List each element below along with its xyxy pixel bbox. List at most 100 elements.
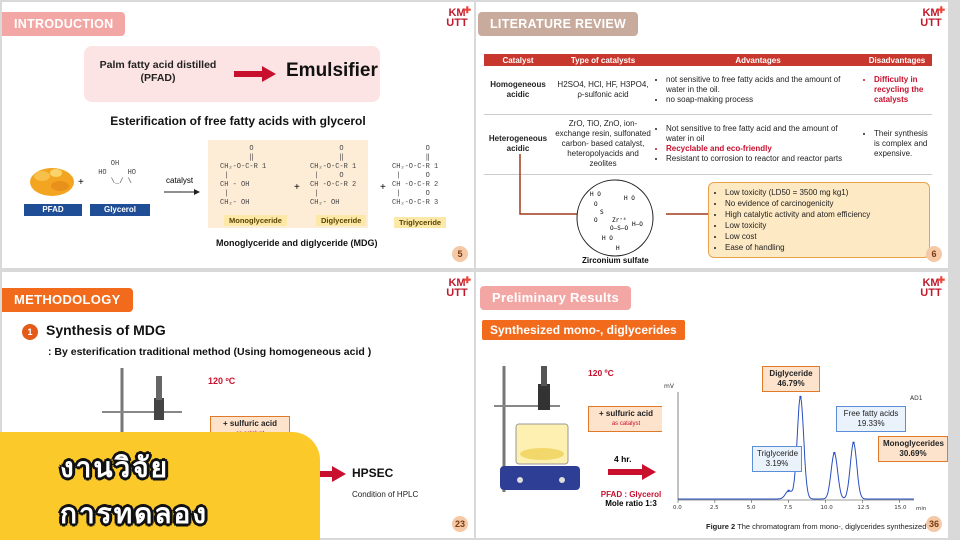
benefit-item: No evidence of carcinogenicity [725,198,923,209]
peak-percent: 46.79% [777,379,805,388]
table-header: Type of catalysts [552,54,654,66]
monoglyceride-structure: O ‖ CH₂-O-C-R 1 | CH - OH | CH₂- OH [220,145,267,207]
advantage-item: no soap-making process [666,95,859,105]
page-number: 6 [926,246,942,262]
disadvantages-cell: Their synthesis is complex and expensive… [862,114,932,174]
peak-name: Monoglycerides [883,439,944,448]
acid-label: + sulfuric acid [222,419,278,428]
ratio-line-2: Mole ratio 1:3 [605,499,657,508]
x-unit-label: min [916,506,927,512]
svg-text:O–S–O: O–S–O [610,225,628,232]
hpsec-label: HPSEC [352,466,394,480]
thai-overlay-banner: งานวิจัย การทดลอง [0,432,320,540]
svg-text:H O: H O [590,191,601,198]
table-header: Disadvantages [862,54,932,66]
benefit-item: Low cost [725,231,923,242]
ratio-line-1: PFAD : Glycerol [600,490,662,499]
plus-sign: + [78,177,84,188]
plus-sign: + [294,182,300,193]
slide-header: LITERATURE REVIEW [478,12,639,36]
x-tick-label: 7.5 [784,505,793,511]
peak-percent: 30.69% [899,449,927,458]
mole-ratio-label: PFAD : Glycerol Mole ratio 1:3 [596,490,666,508]
slide-header: METHODOLOGY [2,288,133,312]
triglyceride-structure: O ‖ CH₂-O-C-R 1 | O CH -O-C-R 2 | O CH₂-… [392,145,439,207]
arrow-right-icon [608,464,656,480]
catalyst-cell: Homogeneous acidic [490,79,546,99]
svg-text:O: O [594,217,598,224]
page-number: 23 [452,516,468,532]
pfad-flakes-image [30,168,74,196]
advantage-item: Resistant to corrosion to reactor and re… [666,154,859,164]
page-number: 5 [452,246,468,262]
advantage-item: Not sensitive to free fatty acid and the… [666,124,859,144]
emulsifier-text: Emulsifier [286,60,378,81]
figure-label: Figure 2 [706,522,736,531]
catalyst-comparison-table: Catalyst Type of catalysts Advantages Di… [484,54,932,175]
arrow-right-icon [234,66,276,82]
svg-text:S: S [600,209,604,216]
table-row: Heterogeneous acidic ZrO, TiO, ZnO, ion-… [484,114,932,174]
svg-text:H O: H O [624,195,635,202]
temperature-label: 120 ºC [208,376,236,386]
acid-label: + sulfuric acid [598,409,654,418]
triglyceride-callout: Triglyceride 3.19% [752,446,802,472]
x-tick-label: 10.0 [821,505,834,511]
benefit-item: Low toxicity [725,220,923,231]
page-number: 36 [926,516,942,532]
x-tick-label: 5.0 [747,505,756,511]
svg-text:H: H [616,245,620,252]
type-cell: H2SO4, HCl, HF, H3PO4, ρ-sulfonic acid [557,79,649,99]
monoglycerides-callout: Monoglycerides 30.69% [878,436,948,462]
plus-sign: + [380,182,386,193]
y-unit-label: mV [664,383,675,390]
x-tick-label: 0.0 [673,505,682,511]
zirconium-sulfate-structure: H O O S O H O Zr⁺⁴ O–S–O H–O H O H [576,179,654,257]
section-subheader: Synthesized mono-, diglycerides [482,320,685,340]
reactor-setup-image [494,366,580,492]
x-tick-label: 12.5 [857,505,870,511]
banner-line-1: งานวิจัย [60,452,170,483]
mdg-highlight-box [208,140,368,228]
disadvantage-item: Difficulty in recycling the catalysts [874,75,929,105]
catalyst-label: catalyst [166,176,194,185]
triglyceride-tag: Triglyceride [394,217,447,228]
hplc-condition-label: Condition of HPLC [352,490,419,499]
chromatogram-tag: AD1 [910,395,923,402]
table-header: Advantages [654,54,862,66]
table-header-row: Catalyst Type of catalysts Advantages Di… [484,54,932,66]
type-cell: ZrO, TiO, ZnO, ion- exchange resin, sulf… [555,119,651,168]
svg-text:H O: H O [602,235,613,242]
svg-text:H–O: H–O [632,221,643,228]
disadvantage-item: Their synthesis is complex and expensive… [874,129,929,159]
diglyceride-callout: Diglyceride 46.79% [762,366,820,392]
table-row: Homogeneous acidic H2SO4, HCl, HF, H3PO4… [484,66,932,114]
step-title: Synthesis of MDG [46,322,166,338]
diglyceride-structure: O ‖ CH₂-O-C-R 1 | O CH -O-C-R 2 | CH₂- O… [310,145,357,207]
free-fatty-acids-callout: Free fatty acids 19.33% [836,406,906,432]
step-number-badge: 1 [22,324,38,340]
svg-text:Zr⁺⁴: Zr⁺⁴ [612,217,626,224]
lab-apparatus-image [102,368,182,438]
subtitle: Esterification of free fatty acids with … [110,114,366,128]
step-subtitle: : By esterification traditional method (… [48,346,372,358]
sulfuric-acid-callout: + sulfuric acid as catalyst [588,406,664,432]
svg-text:O: O [594,201,598,208]
benefit-item: Low toxicity (LD50 = 3500 mg kg1) [725,187,923,198]
peak-percent: 3.19% [765,459,789,468]
pfad-emulsifier-box: Palm fatty acid distilled (PFAD) Emulsif… [84,46,380,102]
time-label: 4 hr. [614,454,632,464]
pfad-text: Palm fatty acid distilled [99,59,217,71]
advantage-item: not sensitive to free fatty acids and th… [666,75,859,95]
benefit-item: Ease of handling [725,242,923,253]
x-tick-label: 2.5 [710,505,719,511]
disadvantages-cell: Difficulty in recycling the catalysts [862,66,932,114]
acid-sublabel: as catalyst [611,421,641,427]
